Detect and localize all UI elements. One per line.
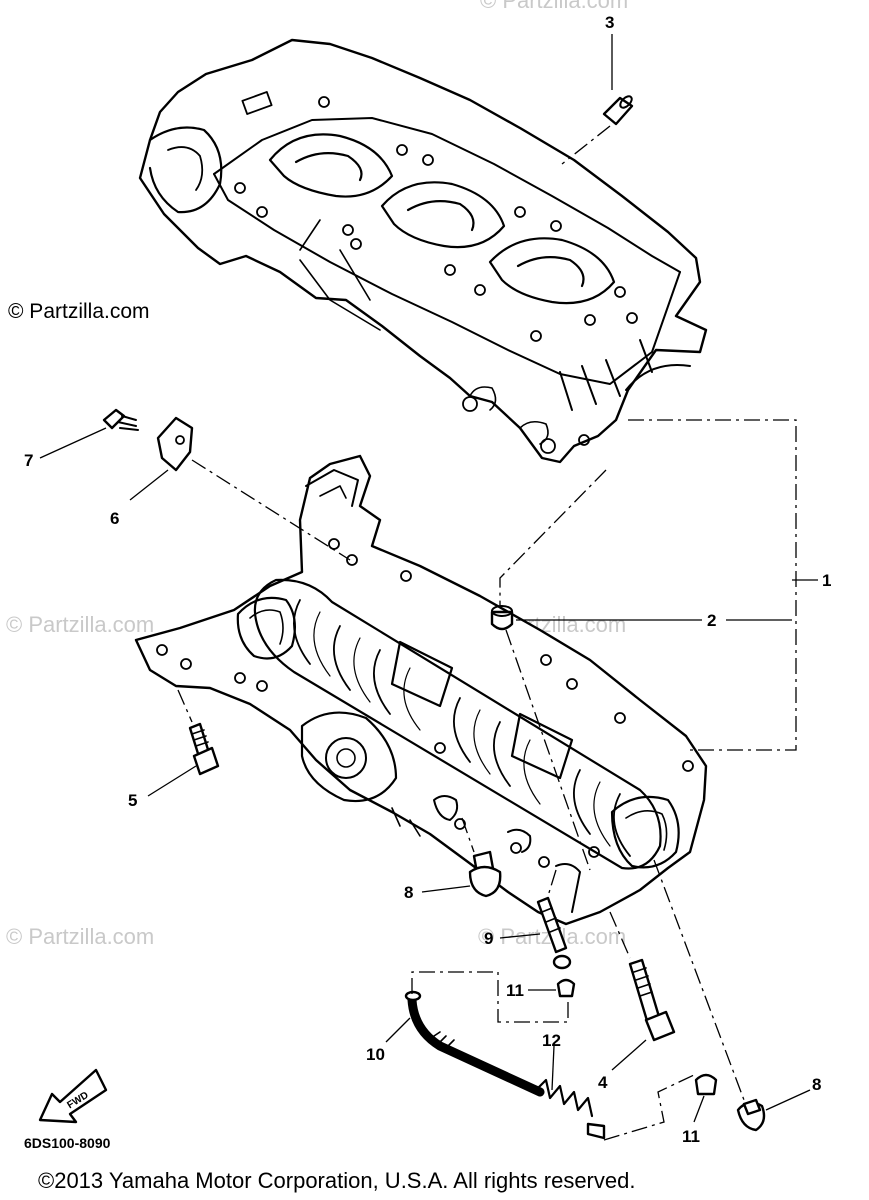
watermark-text: © Partzilla.com — [6, 612, 154, 637]
fitting-8-left — [468, 850, 502, 898]
copyright-notice: ©2013 Yamaha Motor Corporation, U.S.A. A… — [38, 1168, 635, 1193]
pipe-10 — [404, 990, 545, 1097]
callout-11-upper: 11 — [506, 981, 524, 1000]
upper-crankcase — [138, 38, 708, 464]
stud-9 — [536, 896, 572, 970]
assembly-lines — [177, 125, 797, 1141]
callout-8-left: 8 — [404, 883, 413, 902]
fwd-arrow: FWD — [38, 1068, 108, 1124]
callout-2: 2 — [707, 611, 716, 630]
callout-9: 9 — [484, 929, 493, 948]
callout-8-right: 8 — [812, 1075, 821, 1094]
dowel-pin-top — [602, 95, 634, 126]
bracket-6 — [156, 416, 194, 472]
callout-7: 7 — [24, 451, 33, 470]
callout-12: 12 — [542, 1031, 561, 1050]
callout-6: 6 — [110, 509, 119, 528]
leader-lines — [39, 34, 818, 1123]
callout-3: 3 — [605, 13, 614, 32]
lower-crankcase — [134, 454, 708, 926]
callout-1: 1 — [822, 571, 831, 590]
callout-4: 4 — [598, 1073, 608, 1092]
cap-11-upper — [556, 978, 576, 998]
dowel-pin — [490, 605, 514, 631]
callout-10: 10 — [366, 1045, 385, 1064]
watermark-text-dark: © Partzilla.com — [8, 300, 150, 323]
spring-12 — [532, 1078, 606, 1140]
watermark-text: © Partzilla.com — [6, 924, 154, 949]
callout-11-lower: 11 — [682, 1127, 700, 1146]
long-bolt-4 — [628, 958, 676, 1042]
bolt-5 — [188, 722, 220, 776]
watermark-text: © Partzilla.com — [480, 0, 628, 13]
diagram-code: 6DS100-8090 — [24, 1135, 111, 1151]
callout-5: 5 — [128, 791, 137, 810]
cap-11-lower — [694, 1073, 718, 1096]
callouts: 3 1 2 7 6 5 8 9 11 10 12 4 11 8 — [24, 13, 831, 1146]
bolt-7 — [102, 408, 139, 431]
fitting-8-right — [736, 1098, 766, 1132]
